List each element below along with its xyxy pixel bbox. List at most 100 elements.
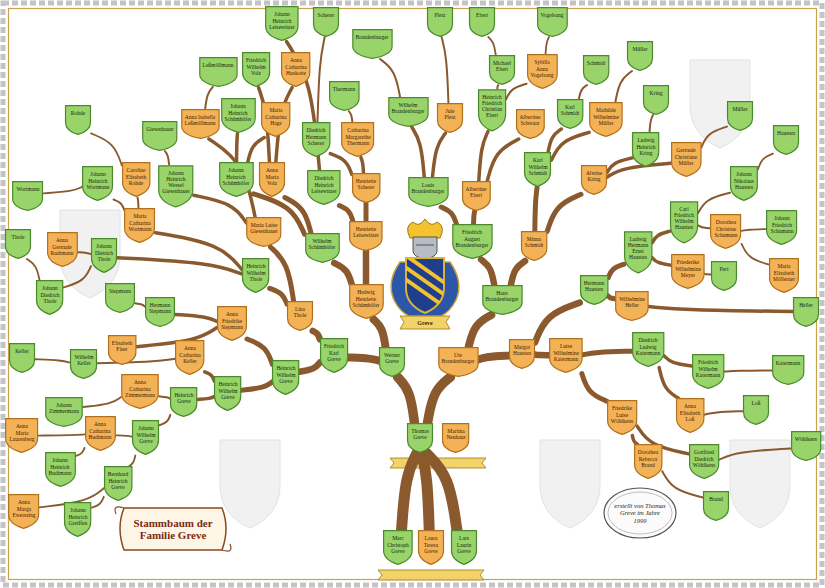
female-shield: Sybilla Anna Vogelsang (527, 54, 558, 89)
person-name: Lars Laurin Greve (457, 535, 472, 553)
shield-shape (320, 339, 347, 373)
person-name: Brandenburger (356, 34, 389, 40)
male-shield: Johann Heinrich Leisewitzer (265, 6, 299, 41)
female-shield: Alwine Kring (581, 165, 607, 195)
person-name: Johann Heinrich Wessel Giesenhauer (162, 170, 189, 195)
female-shield: Albertine Ebert (462, 181, 491, 211)
shield-shape (770, 259, 799, 293)
person-name: Johann Heinrich Wortmann (86, 171, 109, 189)
shield-shape (176, 341, 204, 375)
branch-line (442, 37, 449, 103)
branch-line (547, 194, 581, 231)
person-name: Wortmann (16, 186, 39, 192)
caption-cartouche (604, 488, 676, 538)
person-name: Diedrich Heinrich Leisewitzer (311, 175, 337, 193)
branch-line (348, 357, 379, 360)
shield-shape (380, 348, 405, 377)
frame-line (9, 9, 817, 580)
person-name: Maria Luise Giesenhauer (250, 222, 277, 234)
branch-line (129, 456, 136, 467)
shield-shape (288, 302, 313, 331)
person-name: Thomas Greve (411, 428, 429, 440)
shield-shape (452, 225, 491, 259)
person-name: Heinrich Wilhelm Thole (246, 263, 265, 281)
male-shield: Bernhard Heinrich Greve (104, 466, 132, 501)
shield-outline (537, 7, 568, 37)
shield-shape (199, 58, 236, 87)
branch-line (469, 315, 492, 347)
female-shield: Anna Catharina Keller (175, 340, 204, 375)
branch-line (35, 359, 70, 362)
branch-line (235, 134, 239, 163)
shield-shape (634, 445, 661, 479)
branch-line (608, 264, 624, 277)
branch-line (535, 303, 580, 343)
shield-outline (142, 121, 178, 151)
branch-line (426, 453, 457, 530)
person-name: Sybilla Anna Vogelsang (531, 59, 554, 77)
female-shield: Elisabeth Fleer (108, 335, 136, 365)
shield-shape (215, 377, 241, 411)
male-shield: Heinrich Greve (170, 387, 197, 417)
person-name: Anna Friedrike Siepmann (221, 311, 243, 329)
male-shield: Rohde (65, 105, 91, 135)
branch-line (27, 259, 40, 280)
person-name: Margot Hausten (513, 344, 531, 356)
branch-line (194, 195, 247, 222)
person-name: Friedrich Karl Greve (324, 343, 344, 361)
person-name: Wilhelm Schümhöfer (309, 238, 336, 250)
person-name: Hedwig Henriette Schümhöfer (353, 289, 380, 307)
shield-shape (791, 432, 820, 461)
person-name: Anna Maria Volz (265, 167, 278, 185)
male-shield: Friedrich August Brandenburger (452, 224, 493, 259)
shield-shape (352, 30, 391, 59)
male-shield: Loß (743, 395, 769, 425)
male-shield: Ebert (469, 7, 495, 37)
male-shield: Hermann Hausten (580, 275, 608, 305)
shield-outline (469, 7, 495, 37)
shield-shape (550, 339, 582, 373)
branch-line (64, 266, 91, 287)
branch-line (659, 368, 679, 399)
person-name: Friedrike Luise Wöhlkens (611, 405, 633, 423)
shield-shape (314, 8, 339, 37)
person-name: Elisabeth Fleer (112, 340, 132, 352)
female-shield: Hedwig Henriette Schümhöfer (349, 284, 384, 319)
person-name: Hermann Hausten (584, 280, 604, 292)
person-name: Wöhlkens (795, 436, 817, 442)
person-name: Heinrich Greve (174, 392, 193, 404)
person-name: Anna Catharina Budimann (89, 421, 112, 439)
male-shield: Marc Christoph Greve (383, 530, 413, 565)
shield-shape (66, 106, 91, 135)
shield-shape (624, 231, 651, 272)
male-shield: Werner Greve (379, 347, 405, 377)
branch-line (719, 448, 791, 459)
shield-shape (632, 333, 663, 367)
chart-title: Stammbaum der Familie Greve (125, 517, 221, 541)
person-name: Friedrich Wilhelm Volz (246, 57, 266, 75)
person-name: Anna Catharina Keller (179, 345, 200, 363)
person-name: Müller (733, 106, 748, 112)
person-name: Diedrich Ludwig Katermann (636, 337, 660, 355)
male-shield: Thole (5, 229, 31, 259)
branch-line (398, 377, 415, 423)
male-shield: Wilhelm Keller (70, 349, 97, 379)
female-shield: Gertrude Christiane Müller (671, 142, 702, 177)
person-name: Maria Catharina Hage (265, 107, 286, 125)
male-shield: Louis Brandenburger (408, 177, 449, 207)
shield-shape (704, 492, 729, 521)
branch-line (615, 71, 632, 102)
person-name: Pletz (435, 12, 446, 18)
shield-shape (106, 284, 135, 313)
banner-ribbon (378, 570, 484, 580)
person-name: Ebert (476, 12, 488, 18)
branch-line (652, 258, 671, 266)
person-name: Johann Diedrich Thole (40, 285, 59, 303)
branch-line (313, 331, 320, 339)
branch-line (137, 198, 140, 209)
shield-shape (408, 178, 447, 207)
shield-shape (92, 239, 117, 273)
shield-shape (644, 86, 669, 115)
branch-line (363, 251, 370, 284)
